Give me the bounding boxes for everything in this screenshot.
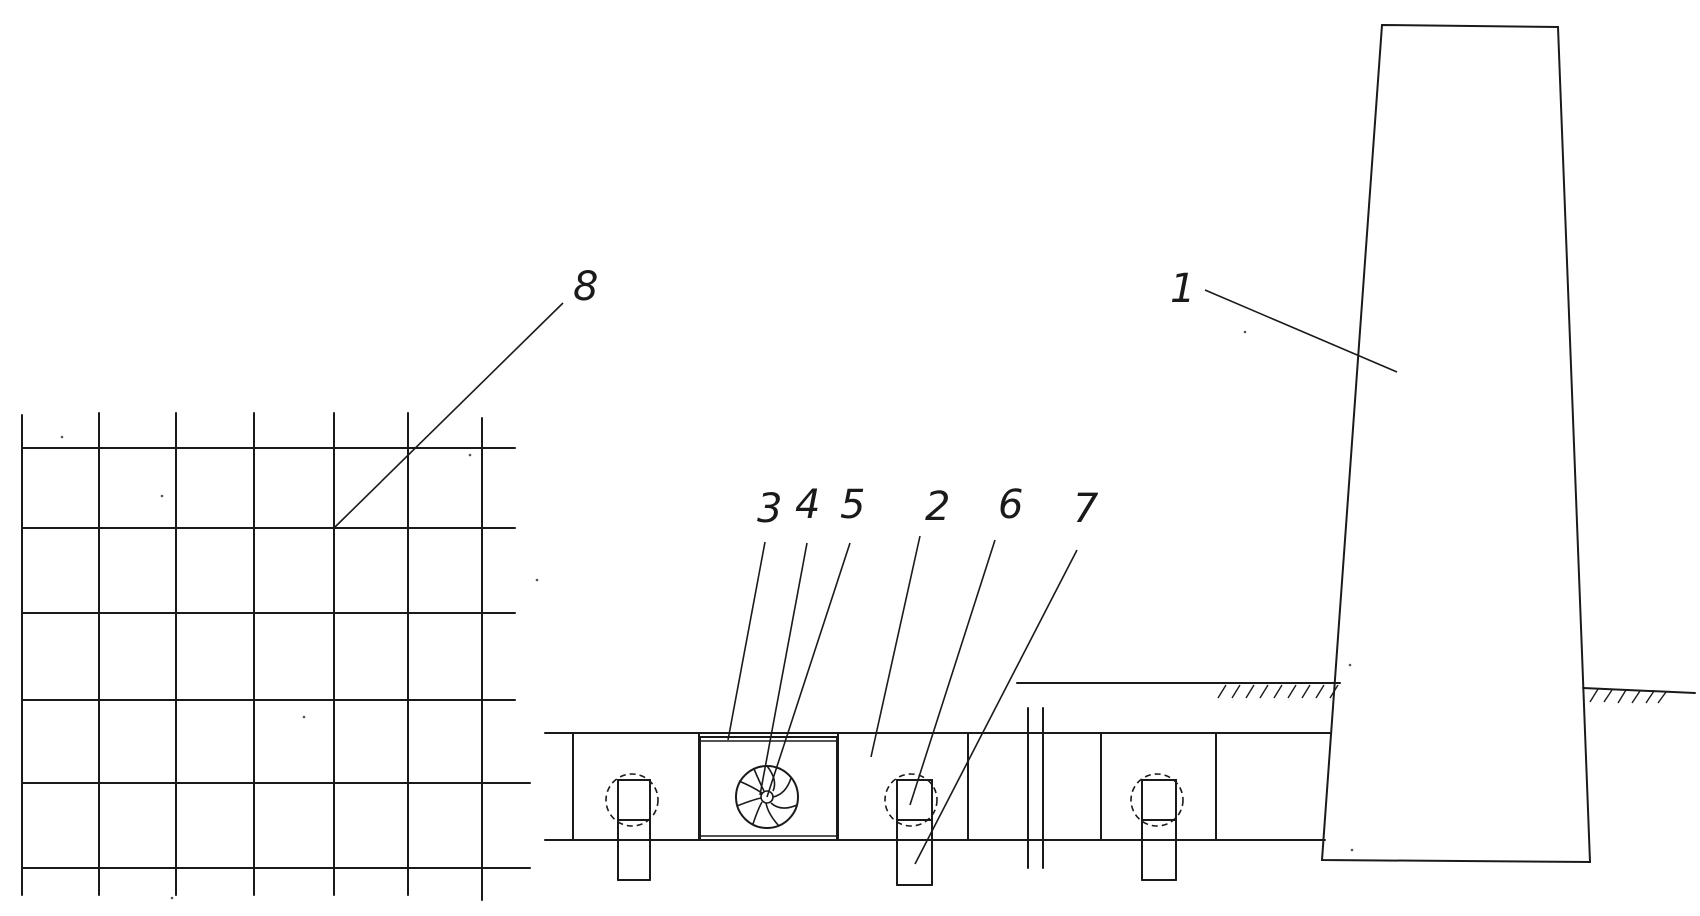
duct-channel <box>544 707 1331 869</box>
grid-structure <box>21 412 531 901</box>
label-8: 8 <box>573 264 598 310</box>
label-6: 6 <box>998 482 1023 528</box>
label-1: 1 <box>1170 266 1195 312</box>
fan-housing <box>699 736 838 841</box>
ground-line <box>1016 682 1696 704</box>
label-5: 5 <box>840 482 865 528</box>
pipe-middle <box>884 773 938 886</box>
label-2: 2 <box>925 484 950 530</box>
pipe-left <box>605 773 659 881</box>
chimney-tower <box>1320 23 1592 864</box>
leader-lines <box>334 289 1398 865</box>
label-4: 4 <box>795 482 820 528</box>
label-3: 3 <box>757 486 782 532</box>
fan-impeller <box>735 765 799 829</box>
scan-specks <box>60 330 1354 900</box>
label-7: 7 <box>1073 486 1099 532</box>
part-labels: 1 2 3 4 5 6 7 8 <box>573 264 1195 532</box>
pipe-right <box>1130 773 1184 881</box>
